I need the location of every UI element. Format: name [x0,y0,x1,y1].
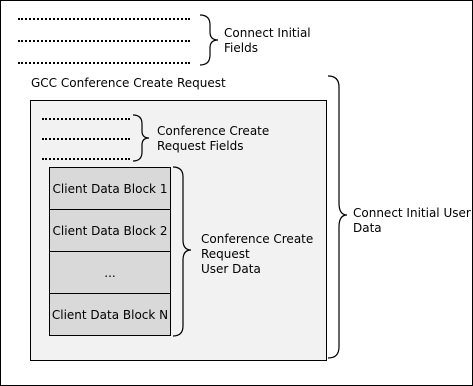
connect-initial-fields-label: Connect Initial Fields [224,26,311,56]
connect-initial-field-dots-1 [18,18,190,20]
client-data-block-1: Client Data Block 1 [50,168,170,210]
conference-user-data-label-line3: User Data [201,262,261,276]
conference-field-dots-2 [42,138,130,140]
conference-create-request-user-data-label: Conference Create Request User Data [201,232,313,277]
conference-fields-label-line1: Conference Create [157,124,270,138]
conference-user-data-label-line1: Conference Create [201,232,314,246]
conference-create-request-fields-label: Conference Create Request Fields [157,124,269,154]
connect-initial-field-dots-3 [18,62,190,64]
conference-field-dots-1 [42,118,130,120]
connect-initial-user-data-label: Connect Initial User Data [353,206,471,236]
connect-initial-user-data-label-line1: Connect Initial User [353,206,471,220]
client-data-block-ellipsis: ... [50,252,170,294]
conference-field-dots-3 [42,158,130,160]
connect-initial-user-data-label-line2: Data [353,221,382,235]
client-data-block-n: Client Data Block N [50,294,170,335]
conference-fields-label-line2: Request Fields [157,139,244,153]
client-data-blocks: Client Data Block 1 Client Data Block 2 … [49,167,171,336]
connect-initial-fields-label-line2: Fields [224,41,258,55]
gcc-title: GCC Conference Create Request [31,76,226,90]
client-data-block-2: Client Data Block 2 [50,210,170,252]
connect-initial-field-dots-2 [18,40,190,42]
connect-initial-fields-label-line1: Connect Initial [224,26,311,40]
conference-user-data-label-line2: Request [201,247,250,261]
